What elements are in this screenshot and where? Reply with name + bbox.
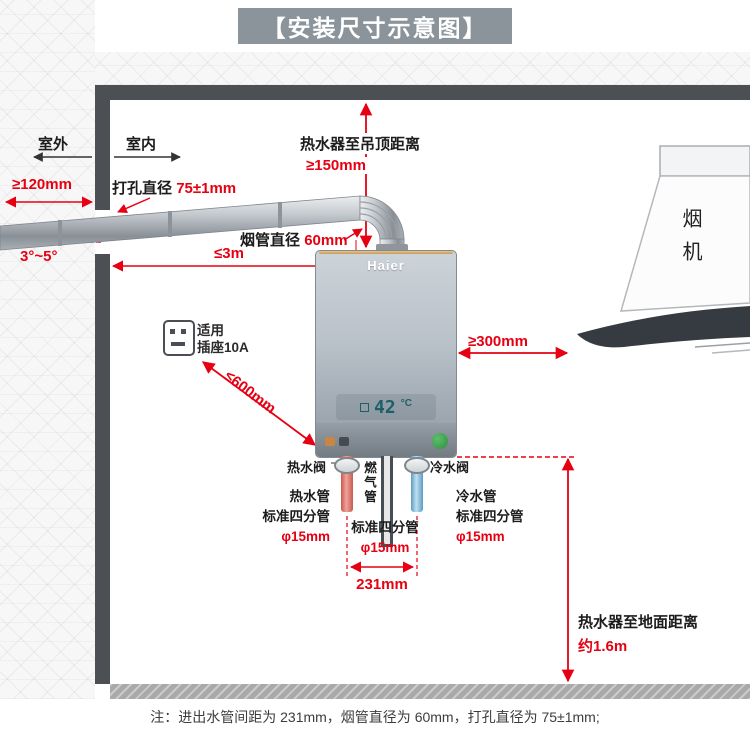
gas-pipe-standard: 标准四分管: [351, 520, 419, 535]
display-temp: 42: [374, 396, 396, 418]
gas-pipe-spec: 标准四分管 φ15mm: [343, 518, 427, 558]
display-icon: [360, 402, 370, 412]
flue-elbow: [359, 195, 405, 241]
label-flue-diameter: 烟管直径 60mm: [240, 229, 348, 250]
left-wall: [95, 85, 110, 684]
hot-pipe-standard: 标准四分管: [262, 509, 331, 524]
label-range-hood: 烟机: [679, 208, 701, 274]
value-ceiling-clearance: ≥150mm: [303, 157, 369, 174]
gas-pipe-diameter: φ15mm: [360, 540, 410, 555]
label-outdoor: 室外: [38, 136, 69, 153]
flue-dia-value: 60mm: [304, 232, 348, 249]
label-pipe-spacing: 231mm: [356, 576, 408, 593]
hood-canopy: [577, 306, 750, 348]
socket-label: 适用 插座10A: [197, 322, 249, 356]
label-indoor: 室内: [126, 136, 157, 153]
label-min-outdoor: ≥120mm: [12, 176, 72, 193]
hot-pipe-spec: 热水管 标准四分管 φ15mm: [228, 487, 331, 547]
cold-pipe-standard: 标准四分管: [456, 509, 524, 524]
cold-pipe-spec: 冷水管 标准四分管 φ15mm: [456, 487, 558, 547]
display-unit: °C: [400, 397, 412, 409]
socket-label-line1: 适用: [197, 323, 224, 338]
label-hot-valve: 热水阀: [287, 460, 327, 475]
range-hood: [577, 145, 750, 354]
label-gas-pipe: 燃气管: [362, 461, 376, 505]
page-title: 【安装尺寸示意图】: [238, 8, 512, 44]
background-pattern-left: [0, 0, 95, 699]
gas-pipe: [381, 456, 393, 547]
water-heater: Haier 42 °C: [315, 250, 457, 458]
label-tilt-angle: 3°~5°: [20, 248, 58, 265]
hole-label: 打孔直径: [112, 180, 173, 197]
socket-label-line2: 插座10A: [197, 340, 249, 355]
cold-pipe-diameter: φ15mm: [456, 529, 505, 544]
heater-button-icon: [339, 437, 349, 446]
floor: [110, 684, 750, 699]
hot-pipe-diameter: φ15mm: [281, 529, 330, 544]
heater-button-icon: [325, 437, 335, 446]
background-pattern-top: [95, 52, 750, 85]
hole-value: 75±1mm: [176, 180, 237, 197]
label-floor-clearance: 热水器至地面距离: [578, 614, 699, 631]
hot-pipe-name: 热水管: [289, 489, 331, 504]
label-ceiling-clearance: 热水器至吊顶距离: [297, 133, 424, 154]
label-hole-diameter: 打孔直径 75±1mm: [112, 177, 236, 198]
wall-hole: [95, 210, 110, 254]
heater-top-trim: [319, 251, 453, 254]
brand-logo: Haier: [367, 258, 405, 273]
label-hood-clearance: ≥300mm: [468, 333, 528, 350]
label-socket-distance: ≤600mm: [220, 367, 280, 418]
cold-water-valve-icon: [404, 457, 430, 474]
temperature-display: 42 °C: [336, 394, 436, 420]
socket-icon: [163, 320, 195, 356]
label-max-flue-run: ≤3m: [214, 245, 244, 262]
footnote: 注：进出水管间距为 231mm，烟管直径为 60mm，打孔直径为 75±1mm;: [150, 709, 600, 725]
eco-badge-icon: [432, 433, 448, 449]
ceiling-wall: [95, 85, 750, 100]
hood-duct: [659, 145, 750, 177]
label-cold-valve: 冷水阀: [430, 460, 470, 475]
arrow-hole-pointer: [117, 197, 151, 213]
value-floor-clearance: 约1.6m: [578, 638, 628, 655]
hot-water-valve-icon: [334, 457, 360, 474]
cold-pipe-name: 冷水管: [456, 489, 497, 504]
flue-dia-label: 烟管直径: [240, 232, 301, 249]
